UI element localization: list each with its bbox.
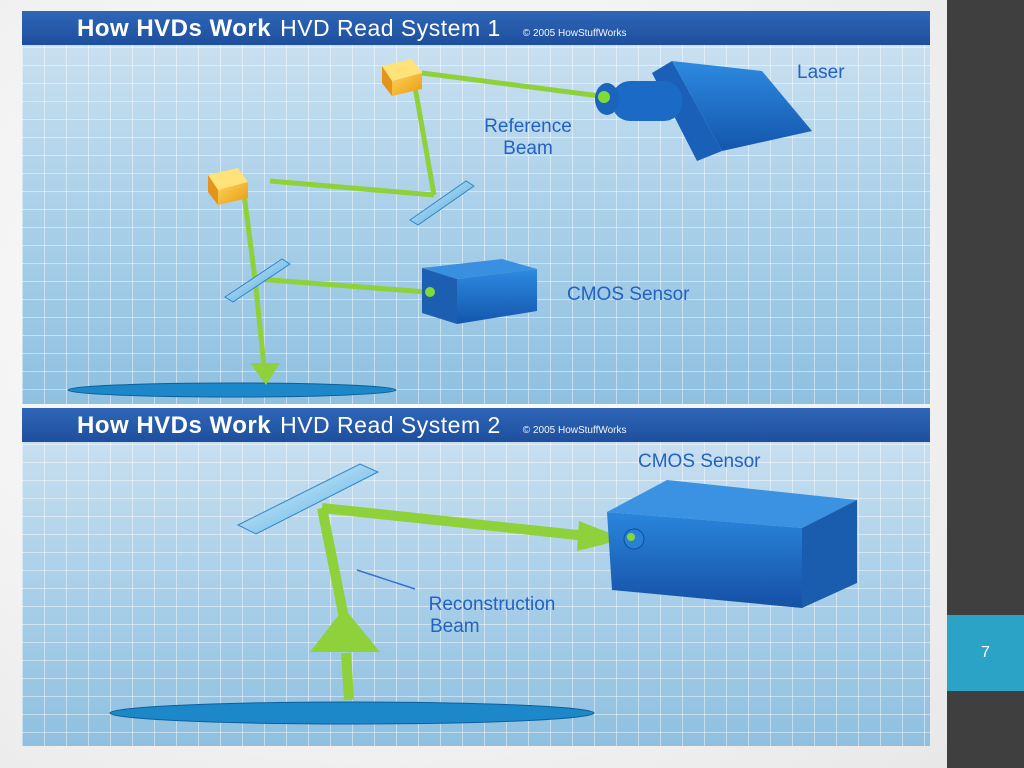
slide-page-number: 7 bbox=[947, 615, 1024, 691]
splitter-mirror-lower bbox=[224, 258, 291, 303]
read-system-2-diagram bbox=[109, 463, 857, 725]
cmos-sensor-label-1: CMOS Sensor bbox=[567, 284, 690, 305]
read-system-1-diagram bbox=[67, 59, 812, 398]
laser-label: Laser bbox=[797, 62, 845, 83]
panel-2-header: How HVDs Work HVD Read System 2 © 2005 H… bbox=[22, 408, 930, 442]
page-number-text: 7 bbox=[981, 644, 990, 661]
beam-arrowhead bbox=[250, 363, 280, 385]
cmos-sensor-label-2: CMOS Sensor bbox=[638, 451, 761, 472]
gold-mirror-left bbox=[208, 168, 248, 205]
reference-beam-label-line2: Beam bbox=[503, 138, 553, 159]
sensor-arrowhead bbox=[577, 521, 625, 551]
reference-beam-label: Reference Beam bbox=[458, 116, 598, 160]
pointer-line bbox=[356, 569, 416, 590]
laser-device bbox=[595, 61, 812, 161]
panel-2-title-light: HVD Read System 2 bbox=[280, 412, 501, 438]
reconstruction-beam-path bbox=[317, 503, 588, 701]
splitter-mirror-upper bbox=[409, 180, 475, 226]
disc-shape-2 bbox=[109, 701, 595, 725]
reference-beam-label-line1: Reference bbox=[484, 116, 572, 137]
panel-1-copyright: © 2005 HowStuffWorks bbox=[522, 28, 627, 39]
panel-2-copyright: © 2005 HowStuffWorks bbox=[522, 425, 627, 436]
disc-shape bbox=[67, 382, 397, 398]
reconstruction-beam-label-line1: Reconstruction bbox=[428, 594, 556, 615]
panel-1-title-bold: How HVDs Work bbox=[77, 15, 272, 42]
panel-1-header: How HVDs Work HVD Read System 1 © 2005 H… bbox=[22, 11, 930, 45]
reflecting-mirror bbox=[236, 463, 380, 535]
hvd-read-system-1-figure: How HVDs Work HVD Read System 1 © 2005 H… bbox=[22, 11, 930, 404]
reconstruction-beam-label: Reconstruction Beam bbox=[382, 594, 602, 638]
beam-paths bbox=[241, 70, 601, 367]
panel-2-title-bold: How HVDs Work bbox=[77, 412, 272, 439]
panel-1-title-light: HVD Read System 1 bbox=[280, 15, 501, 41]
cmos-sensor-device bbox=[422, 259, 537, 324]
upward-arrowhead bbox=[310, 608, 380, 652]
cmos-sensor-device-2 bbox=[607, 480, 857, 608]
reconstruction-beam-label-line2: Beam bbox=[430, 616, 480, 637]
hvd-read-system-2-figure: How HVDs Work HVD Read System 2 © 2005 H… bbox=[22, 408, 930, 746]
gold-mirror-top bbox=[382, 59, 422, 96]
